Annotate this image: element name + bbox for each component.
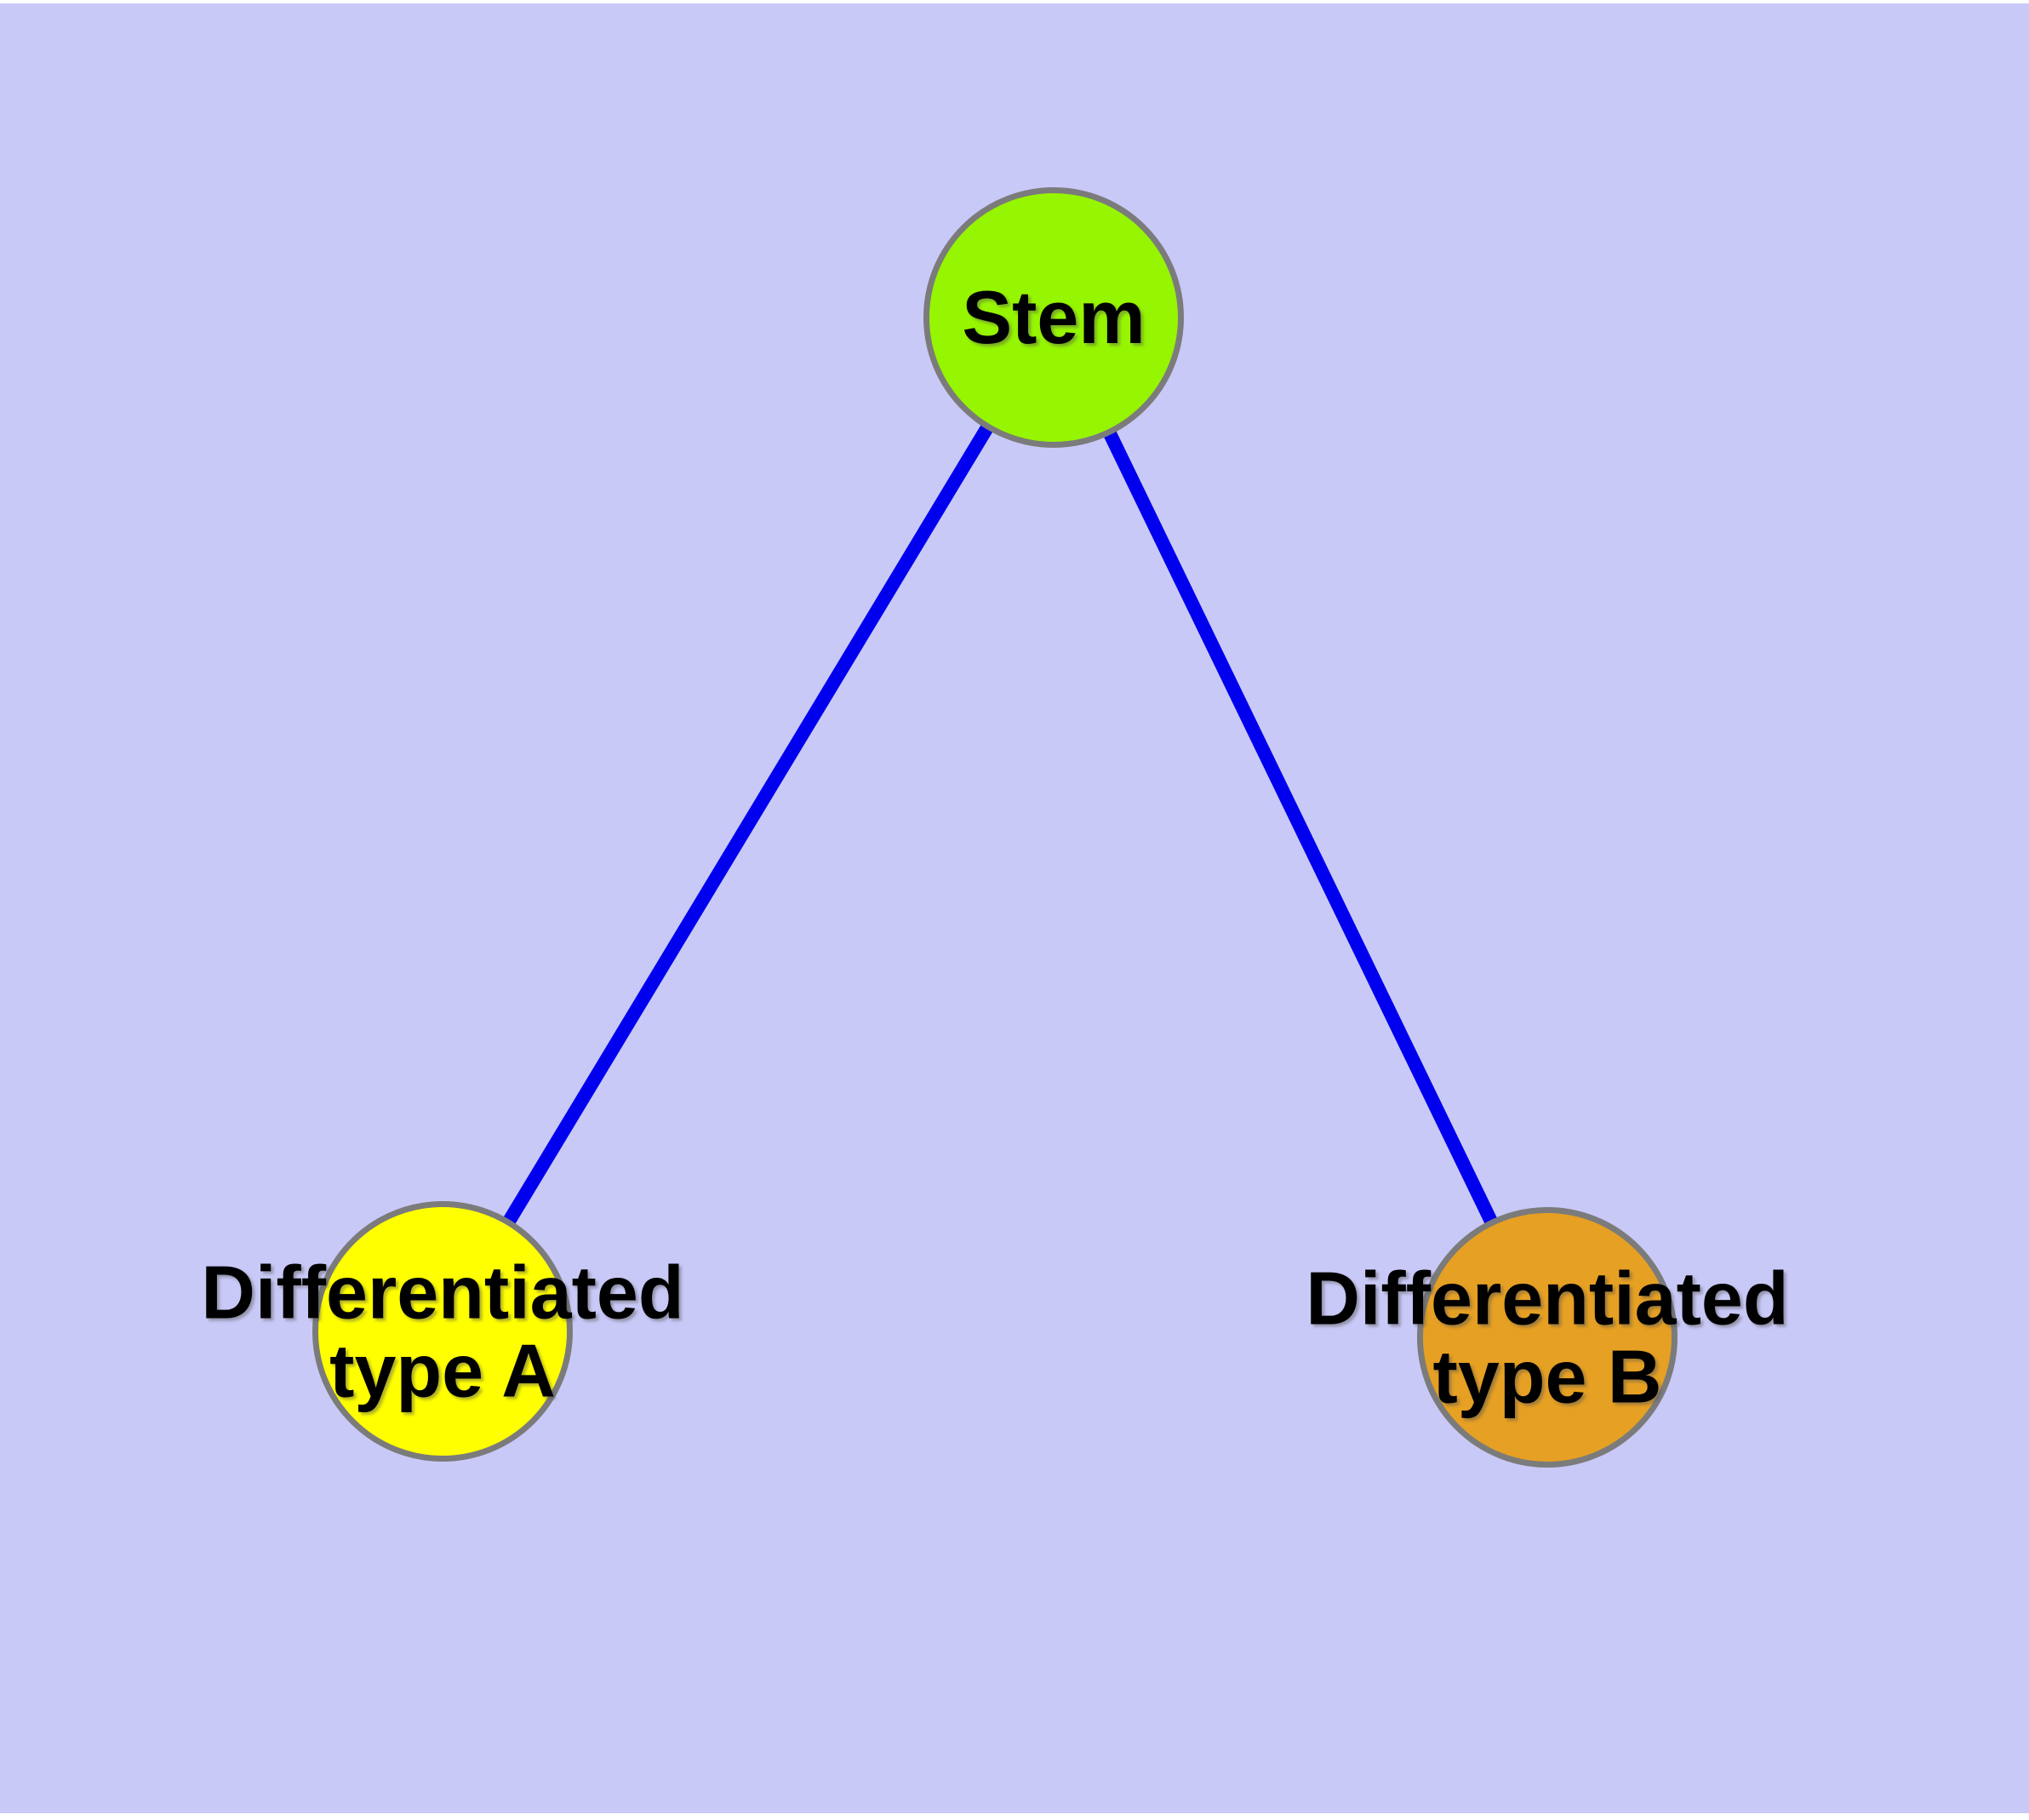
- node-differentiated-type-b[interactable]: [1417, 1207, 1677, 1468]
- node-differentiated-type-a[interactable]: [312, 1201, 573, 1462]
- edge-stem-to-type-a[interactable]: [437, 313, 1060, 1336]
- edge-stem-to-type-b[interactable]: [1047, 314, 1554, 1341]
- node-stem[interactable]: [923, 187, 1184, 448]
